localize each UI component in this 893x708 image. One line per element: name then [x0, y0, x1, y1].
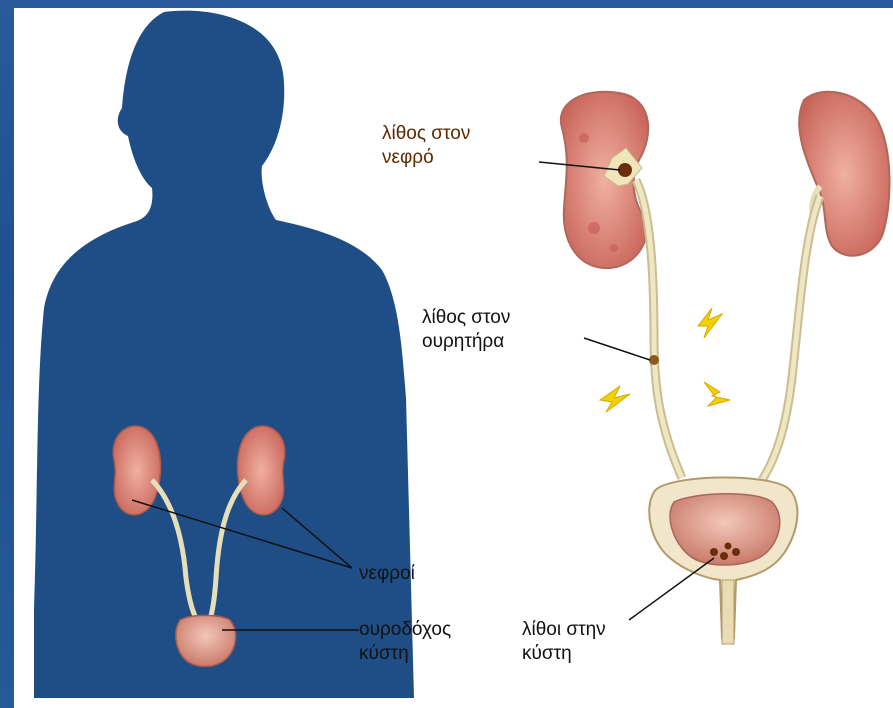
label-kidney-stone: λίθος στον νεφρό: [382, 122, 470, 170]
human-silhouette: [34, 11, 414, 698]
pain-spark-icons: [600, 308, 730, 412]
label-bladder-stones: λίθοι στην κύστη: [522, 618, 606, 666]
label-kidneys: νεφροί: [359, 562, 415, 586]
label-ureter-stone: λίθος στον ουρητήρα: [422, 306, 510, 354]
label-bladder: ουροδόχος κύστη: [359, 618, 451, 666]
large-bladder: [649, 477, 797, 644]
large-left-kidney: [561, 92, 648, 268]
ureters: [636, 180, 820, 480]
urinary-system-illustration: [14, 8, 893, 708]
diagram-panel: λίθος στον νεφρό λίθος στον ουρητήρα νεφ…: [14, 8, 893, 708]
